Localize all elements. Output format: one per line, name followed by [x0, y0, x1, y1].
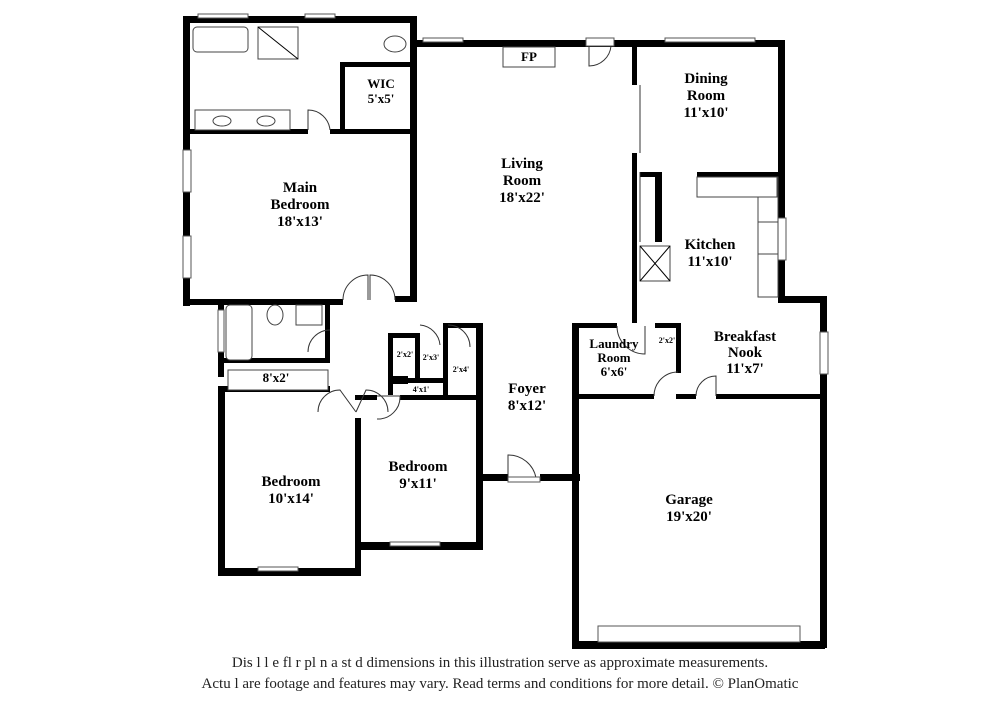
bedroom-1-size: 10'x14' — [268, 491, 314, 507]
toilet-main — [383, 35, 407, 53]
garage-name: Garage — [665, 492, 713, 508]
main-bedroom-size: 18'x13' — [277, 214, 323, 230]
fireplace-label: FP — [521, 49, 537, 64]
sink-2 — [295, 304, 323, 326]
garage-size: 19'x20' — [666, 509, 712, 525]
counter-top — [696, 176, 778, 198]
doors — [307, 37, 717, 483]
bedroom-2-name: Bedroom — [389, 459, 448, 475]
room-labels: Main Bedroom 18'x13' WIC 5'x5' FP Living… — [262, 49, 777, 525]
laundry-room-size: 6'x6' — [601, 364, 628, 379]
wic-name: WIC — [367, 76, 394, 91]
living-room-size: 18'x22' — [499, 190, 545, 206]
toilet-2 — [266, 304, 284, 326]
bathtub-2 — [225, 304, 253, 361]
living-room-name-1: Living — [501, 156, 543, 172]
main-bedroom-name-2: Bedroom — [271, 197, 330, 213]
foyer-name: Foyer — [508, 381, 546, 397]
breakfast-nook-name-1: Breakfast — [714, 329, 776, 345]
wic-size: 5'x5' — [368, 91, 395, 106]
bathtub-main — [192, 26, 249, 53]
closet-2x2-size: 2'x2' — [397, 350, 413, 359]
closet-4x1-size: 4'x1' — [413, 385, 429, 394]
fixtures — [192, 26, 779, 391]
dining-room-size: 11'x10' — [683, 105, 728, 121]
bedroom-1-name: Bedroom — [262, 474, 321, 490]
disclaimer-line-2: Actu l are footage and features may vary… — [201, 676, 799, 692]
disclaimer-line-1: Dis l l e fl r pl n a st d dimensions in… — [231, 655, 769, 671]
closet-2x4-size: 2'x4' — [453, 365, 469, 374]
breakfast-nook-name-2: Nook — [728, 345, 763, 361]
living-room-name-2: Room — [503, 173, 542, 189]
closet-8x2-size: 8'x2' — [263, 370, 290, 385]
sink-kitchen — [757, 221, 779, 255]
vanity-main — [194, 109, 291, 131]
shelf-8x2 — [227, 369, 329, 391]
kitchen-name: Kitchen — [685, 237, 736, 253]
dining-room-name-1: Dining — [684, 71, 728, 87]
windows — [182, 13, 829, 643]
breakfast-nook-size: 11'x7' — [726, 361, 764, 377]
laundry-room-name-2: Room — [597, 350, 630, 365]
fireplace — [502, 46, 556, 68]
closet-2x3-size: 2'x3' — [423, 353, 439, 362]
bedroom-2-size: 9'x11' — [399, 476, 437, 492]
closet-laundry-size: 2'x2' — [659, 336, 675, 345]
laundry-room-name-1: Laundry — [589, 336, 639, 351]
dining-room-name-2: Room — [687, 88, 726, 104]
main-bedroom-name-1: Main — [283, 180, 318, 196]
kitchen-size: 11'x10' — [687, 254, 732, 270]
foyer-size: 8'x12' — [508, 398, 546, 414]
